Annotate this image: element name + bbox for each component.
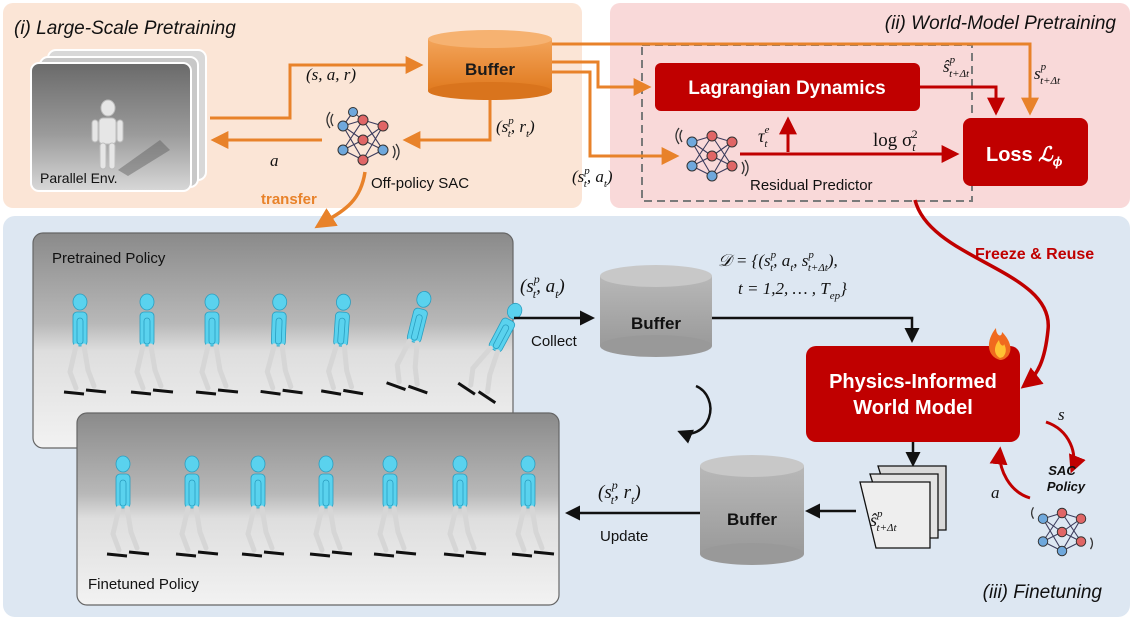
walking-robot-figure [260, 293, 303, 396]
env-to-buffer-arrow [210, 56, 424, 120]
transfer-label: transfer [261, 191, 317, 208]
sac-state-label: s [1058, 405, 1065, 424]
freeze-reuse-arrow [913, 199, 1050, 389]
buffer-to-lagrangian-arrow [552, 60, 652, 96]
freeze-reuse-label: Freeze & Reuse [975, 246, 1094, 263]
walking-robot-figure [130, 293, 174, 396]
parallel-env-label: Parallel Env. [40, 170, 118, 186]
buffer-to-policy-arrow [402, 100, 492, 149]
walking-robot-figure [195, 293, 239, 396]
walking-robot-figure [63, 293, 107, 396]
world-model-title: (ii) World-Model Pretraining [885, 13, 1117, 34]
finetuned-policy-label: Finetuned Policy [88, 576, 199, 593]
transfer-arrow [314, 171, 367, 229]
physics-world-model-box [806, 346, 1020, 442]
finetuning-title: (iii) Finetuning [983, 582, 1103, 603]
loss-label: Loss ℒϕ [986, 144, 1063, 169]
walking-robot-figure [320, 293, 364, 396]
walking-robot-figure [175, 455, 219, 558]
sac-action-label: a [991, 483, 1000, 502]
walking-robot-figure [443, 455, 487, 558]
walking-robot-figure [241, 455, 285, 558]
walking-robot-figure [386, 290, 432, 395]
parallel-env-stack [30, 49, 207, 192]
off-policy-sac-label: Off-policy SAC [371, 175, 469, 192]
sar-label: (s, a, r) [306, 65, 356, 84]
sac-network-icon [326, 107, 400, 166]
sac-policy-line2: Policy [1047, 479, 1086, 494]
finetune-sac-network-icon [1030, 506, 1094, 557]
cycle-arrow [677, 384, 712, 444]
physics-world-model-line2: World Model [853, 397, 973, 419]
pretraining-title: (i) Large-Scale Pretraining [14, 18, 236, 39]
loss-box [963, 118, 1088, 186]
pretraining-buffer-label: Buffer [465, 60, 515, 79]
state-to-policy-arrow [1045, 420, 1086, 474]
lagrangian-dynamics-label: Lagrangian Dynamics [688, 78, 885, 99]
predicted-states-stack [859, 465, 947, 549]
walking-robot-figure [106, 455, 150, 558]
policy-to-world-model-arrow [989, 446, 1031, 500]
update-buffer-label: Buffer [727, 510, 777, 529]
sac-policy-line1: SAC [1048, 463, 1076, 478]
pretraining-buffer [428, 30, 552, 100]
humanoid-robot-icon [91, 99, 124, 170]
residual-predictor-label: Residual Predictor [750, 177, 873, 194]
buffer-to-residual-arrow [552, 70, 680, 165]
physics-world-model-line1: Physics-Informed [829, 371, 997, 393]
action-label: a [270, 151, 279, 170]
lagrangian-dynamics-box [655, 63, 920, 111]
walking-robot-figure [309, 455, 353, 558]
collect-buffer-label: Buffer [631, 314, 681, 333]
residual-network-icon [675, 127, 749, 182]
log-sigma-label: log σt2 [873, 127, 918, 154]
pretrained-policy-label: Pretrained Policy [52, 250, 166, 267]
buffer-to-world-model-arrow [712, 316, 920, 343]
update-buffer [700, 455, 804, 565]
lagrangian-to-loss-arrow [920, 85, 1005, 116]
update-label: Update [600, 528, 648, 545]
buffer-to-loss-arrow [552, 42, 1039, 116]
walking-robot-figure [457, 302, 523, 405]
dataset-formula-line2: t = 1,2, … , Tep} [738, 279, 847, 302]
collect-label: Collect [531, 333, 578, 350]
walking-robot-figure [373, 455, 417, 558]
finetuned-policy-panel [76, 412, 560, 606]
flame-icon [988, 328, 1011, 360]
collect-buffer [600, 265, 712, 357]
walking-robot-figure [511, 455, 555, 558]
